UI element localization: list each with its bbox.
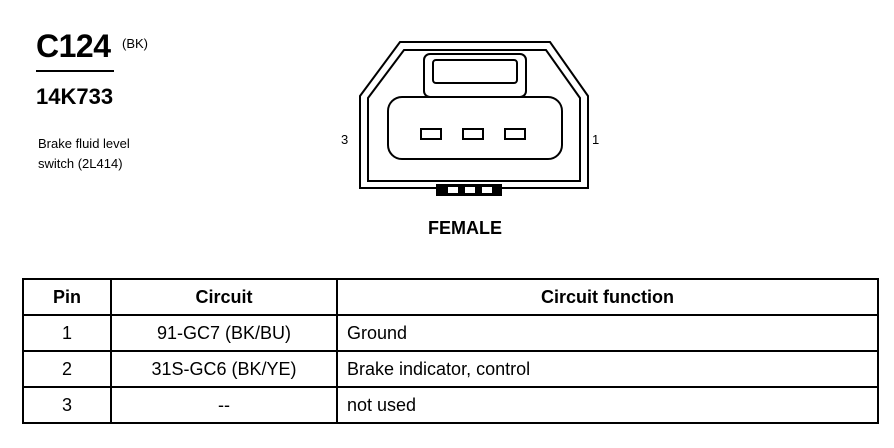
- terminal-cavity-2: [462, 128, 484, 140]
- color-code: (BK): [122, 36, 148, 51]
- pin-cell: 3: [22, 386, 112, 424]
- function-cell: Ground: [336, 314, 879, 352]
- circuit-cell: 91-GC7 (BK/BU): [110, 314, 338, 352]
- pin-cell: 2: [22, 350, 112, 388]
- circuit-cell: --: [110, 386, 338, 424]
- table-row: 3 -- not used: [22, 386, 879, 424]
- pin-label-3: 3: [341, 132, 349, 147]
- connector-id: C124: [36, 28, 111, 64]
- function-cell: Brake indicator, control: [336, 350, 879, 388]
- function-cell: not used: [336, 386, 879, 424]
- pin-label-1: 1: [592, 132, 600, 147]
- connector-outer-shell: [359, 41, 589, 189]
- table-header-row: Pin Circuit Circuit function: [22, 278, 879, 316]
- pinout-table: Pin Circuit Circuit function 1 91-GC7 (B…: [22, 278, 879, 424]
- connector-inner-shell: [367, 49, 581, 182]
- connector-face-diagram: [359, 41, 589, 196]
- part-number: 14K733: [36, 84, 114, 109]
- connector-gender: FEMALE: [428, 218, 502, 238]
- pin-cell: 1: [22, 314, 112, 352]
- table-row: 1 91-GC7 (BK/BU) Ground: [22, 314, 879, 352]
- terminal-housing: [387, 96, 563, 160]
- connector-description: Brake fluid level switch (2L414): [38, 134, 130, 174]
- description-line-2: switch (2L414): [38, 156, 123, 171]
- header-circuit-function: Circuit function: [336, 278, 879, 316]
- table-row: 2 31S-GC6 (BK/YE) Brake indicator, contr…: [22, 350, 879, 388]
- header-circuit: Circuit: [110, 278, 338, 316]
- terminal-cavity-1: [504, 128, 526, 140]
- circuit-cell: 31S-GC6 (BK/YE): [110, 350, 338, 388]
- header-pin: Pin: [22, 278, 112, 316]
- terminal-cavity-3: [420, 128, 442, 140]
- locking-tab-inner: [432, 59, 518, 84]
- title-underline: [36, 70, 114, 72]
- description-line-1: Brake fluid level: [38, 136, 130, 151]
